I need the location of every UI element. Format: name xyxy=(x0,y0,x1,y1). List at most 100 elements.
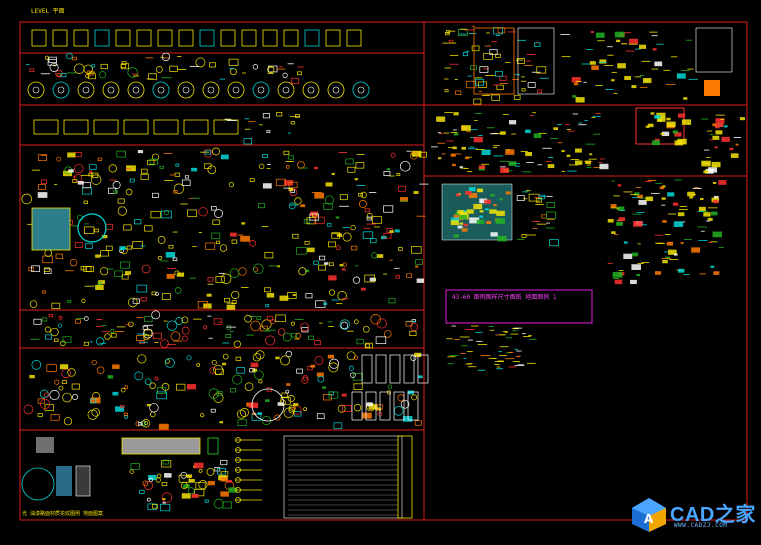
round-table-block xyxy=(202,81,220,99)
equipment-block xyxy=(37,154,47,161)
equipment-block xyxy=(358,199,367,208)
equipment-block xyxy=(339,264,344,267)
equipment-block xyxy=(94,228,99,233)
plant-small-block xyxy=(275,314,286,323)
round-table-block xyxy=(307,86,315,94)
table-set-block xyxy=(47,59,57,66)
paving-pattern-block xyxy=(180,481,188,490)
schedule-text-block xyxy=(735,143,739,146)
schedule-text-block xyxy=(739,117,745,121)
schedule-text-block xyxy=(716,122,724,127)
equipment-block xyxy=(74,152,82,158)
tree-block xyxy=(67,368,76,377)
legend-block xyxy=(571,77,581,83)
equipment-block xyxy=(313,166,318,170)
car-block xyxy=(393,391,405,421)
legend-block xyxy=(612,271,623,278)
table-set-block xyxy=(121,61,127,65)
car-block xyxy=(417,354,429,384)
legend-block xyxy=(674,253,678,256)
texture-block xyxy=(207,437,219,455)
schedule-text-block xyxy=(712,135,720,140)
schedule-table-block xyxy=(650,112,655,115)
paving-pattern-block xyxy=(227,479,232,483)
paving-pattern-block xyxy=(195,482,206,490)
paving-pattern-block xyxy=(155,477,161,483)
equipment-block xyxy=(411,150,422,157)
paving-pattern-block xyxy=(148,474,157,481)
equipment-block xyxy=(328,275,337,281)
schedule-table-block xyxy=(656,112,666,119)
paving-pattern-block xyxy=(220,459,228,466)
equipment-block xyxy=(215,240,221,244)
plant-small-block xyxy=(58,315,63,320)
equipment-block xyxy=(155,292,159,296)
equipment-block xyxy=(175,163,180,167)
equipment-block xyxy=(95,254,101,258)
tree-block xyxy=(283,407,294,418)
sofa-block xyxy=(93,119,119,135)
equipment-block xyxy=(262,183,272,189)
lamp-symbol-block xyxy=(235,457,241,463)
color-table-block xyxy=(479,215,484,218)
legend-block xyxy=(631,264,641,270)
plant-small-block xyxy=(225,333,232,339)
equipment-block xyxy=(314,192,325,199)
tree-block xyxy=(235,356,242,361)
legend-block xyxy=(631,85,637,89)
tree-block xyxy=(137,354,147,364)
equipment-block xyxy=(211,232,221,240)
legend-block xyxy=(712,199,719,204)
plant-small-block xyxy=(104,333,111,340)
equipment-block xyxy=(307,247,315,253)
furniture-block xyxy=(241,29,257,47)
equipment-block xyxy=(172,257,178,261)
equipment-block xyxy=(397,185,406,192)
furniture-block xyxy=(178,29,194,47)
equipment-block xyxy=(306,217,317,225)
legend-block xyxy=(483,52,493,60)
color-table-block xyxy=(473,203,483,210)
equipment-block xyxy=(318,264,327,271)
paving-pattern-block xyxy=(186,474,193,478)
equipment-block xyxy=(400,197,408,202)
equipment-block xyxy=(212,219,220,225)
tree-block xyxy=(39,389,49,399)
tree-block xyxy=(37,398,45,404)
color-table-block xyxy=(477,188,484,193)
carpet-block xyxy=(31,207,71,251)
schedule-text-block xyxy=(505,149,515,155)
tree-block xyxy=(210,408,216,413)
plant-small-block xyxy=(370,314,381,325)
schedule-text-block xyxy=(461,125,471,131)
cad-block-library xyxy=(21,25,745,519)
equipment-block xyxy=(324,262,329,265)
plant-small-block xyxy=(339,319,350,330)
tree-block xyxy=(322,393,332,401)
legend-block xyxy=(445,30,451,34)
equipment-block xyxy=(120,261,130,269)
tree-block xyxy=(280,355,290,366)
equipment-block xyxy=(150,210,161,219)
equipment-block xyxy=(288,155,294,160)
equipment-block xyxy=(173,190,178,194)
equipment-block xyxy=(67,152,76,158)
color-table-block xyxy=(461,228,468,232)
tree-block xyxy=(366,402,373,407)
legend-block xyxy=(549,239,559,247)
equipment-block xyxy=(413,191,419,194)
legend-block xyxy=(516,58,525,64)
round-table-block xyxy=(277,81,295,99)
tree-block xyxy=(149,403,159,413)
car-block xyxy=(389,354,401,384)
tree-block xyxy=(37,413,43,417)
tree-block xyxy=(49,389,60,400)
equipment-block xyxy=(132,241,143,249)
equipment-block xyxy=(342,232,352,242)
legend-box xyxy=(445,289,593,324)
schedule-text-block xyxy=(481,149,491,156)
equipment-block xyxy=(364,274,375,283)
furniture-block xyxy=(52,29,68,47)
legend-block xyxy=(489,49,498,55)
